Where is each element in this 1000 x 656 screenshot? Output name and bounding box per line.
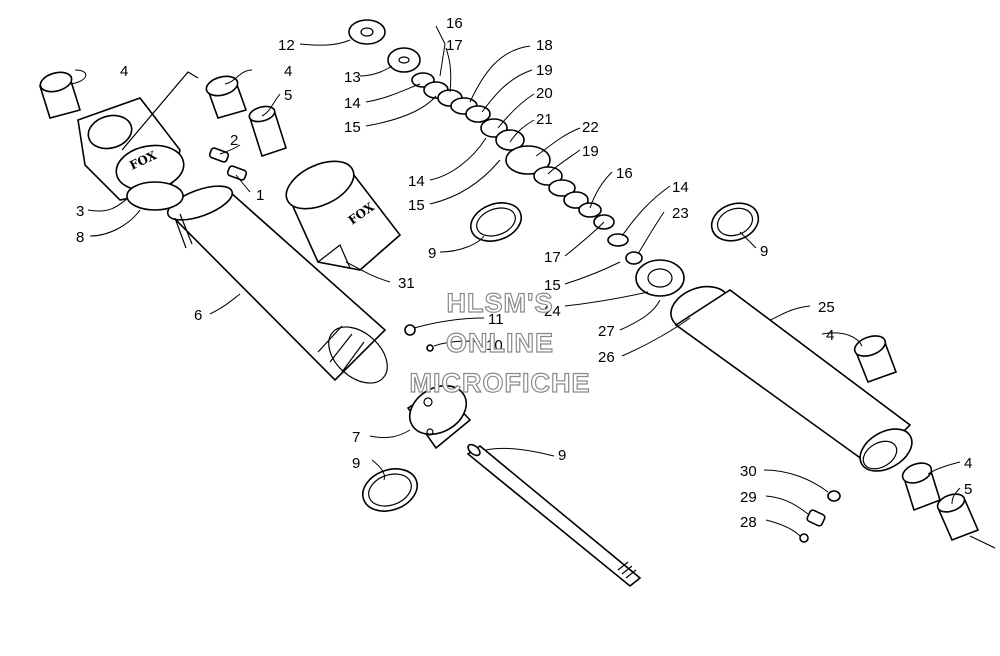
callout-23: 23	[672, 205, 689, 222]
callout-26: 26	[598, 349, 615, 366]
sleeve-5-right	[936, 493, 996, 549]
fitting-29	[806, 509, 826, 527]
callout-12: 12	[278, 37, 295, 54]
watermark-line-2: ONLINE	[446, 328, 554, 358]
seal-9-mid	[470, 202, 522, 242]
plug-11	[404, 324, 416, 336]
watermark-line-1: HLSM'S	[447, 288, 554, 318]
seal-9-bottom	[362, 468, 418, 512]
callout-15b: 15	[408, 197, 425, 214]
shock-body-left	[166, 185, 388, 384]
callout-9d: 9	[352, 455, 360, 472]
callout-9a: 8	[76, 229, 84, 246]
ball-28	[799, 533, 809, 543]
callout-11: 11	[488, 311, 504, 328]
piston-22	[505, 145, 551, 175]
callout-15c: 15	[544, 277, 561, 294]
callout-19a: 19	[536, 62, 553, 79]
seal-9-right	[710, 202, 760, 242]
callout-2: 2	[230, 132, 238, 149]
callout-21: 21	[536, 111, 553, 128]
fitting-1	[226, 165, 248, 181]
callout-16b: 16	[616, 165, 633, 182]
reservoir-canister-31: FOX	[285, 160, 402, 271]
callout-18: 18	[536, 37, 553, 54]
callout-5b: 5	[964, 481, 972, 498]
washer-14	[607, 233, 629, 247]
callout-4c: 4	[826, 327, 834, 344]
callout-4d: 4	[964, 455, 972, 472]
callout-29: 29	[740, 489, 757, 506]
callout-7: 9	[558, 447, 566, 464]
callout-9c: 9	[760, 243, 768, 260]
shaft-7	[466, 443, 642, 588]
ball-30	[827, 490, 841, 502]
callout-1: 1	[256, 187, 264, 204]
shock-body-right	[670, 285, 913, 472]
callout-14c: 14	[672, 179, 689, 196]
leader-lines	[69, 25, 961, 537]
callout-labels: 4 4 5 2 1 3 8 6 12 13 14 15 16 17 18 19 …	[76, 15, 972, 531]
callout-16a: 16	[446, 15, 463, 32]
callout-24: 24	[544, 303, 561, 320]
reservoir-head-left: FOX	[77, 71, 199, 211]
bushing-4-right-low	[901, 462, 941, 512]
callout-27: 27	[598, 323, 615, 340]
callout-14b: 14	[408, 173, 425, 190]
callout-4a: 4	[120, 63, 128, 80]
watermark: HLSM'S ONLINE MICROFICHE	[409, 287, 591, 398]
nut-23	[625, 251, 643, 265]
bushing-4-top-mid	[205, 75, 248, 119]
callout-5a: 5	[284, 87, 292, 104]
callout-9b: 9	[428, 245, 436, 262]
callout-25: 25	[818, 299, 835, 316]
sleeve-5-top	[248, 105, 287, 158]
callout-19b: 19	[582, 143, 599, 160]
callout-30: 30	[740, 463, 757, 480]
callout-31: 31	[398, 275, 415, 292]
valve-stack	[348, 19, 685, 297]
callout-17a: 17	[446, 37, 463, 54]
callout-28: 28	[740, 514, 757, 531]
callout-15a: 15	[344, 119, 361, 136]
eyelet-8	[406, 384, 472, 450]
watermark-line-3: MICROFICHE	[410, 368, 591, 398]
bearing-27	[635, 259, 685, 297]
bushing-4-top-left	[38, 71, 82, 119]
seal-9-left-top	[126, 181, 184, 211]
fitting-2	[208, 147, 230, 163]
callout-10: 10	[486, 337, 503, 354]
callout-13: 13	[344, 69, 361, 86]
washer-13	[387, 47, 421, 73]
callout-8: 7	[352, 429, 360, 446]
callout-6: 6	[194, 307, 202, 324]
bushing-4-right-mid	[853, 335, 898, 384]
callout-20: 20	[536, 85, 553, 102]
washer-12	[348, 19, 386, 45]
callout-17b: 17	[544, 249, 561, 266]
callout-4b: 4	[284, 63, 292, 80]
ball-10	[426, 344, 434, 352]
callout-22: 22	[582, 119, 599, 136]
callout-14a: 14	[344, 95, 361, 112]
callout-3: 3	[76, 203, 84, 220]
